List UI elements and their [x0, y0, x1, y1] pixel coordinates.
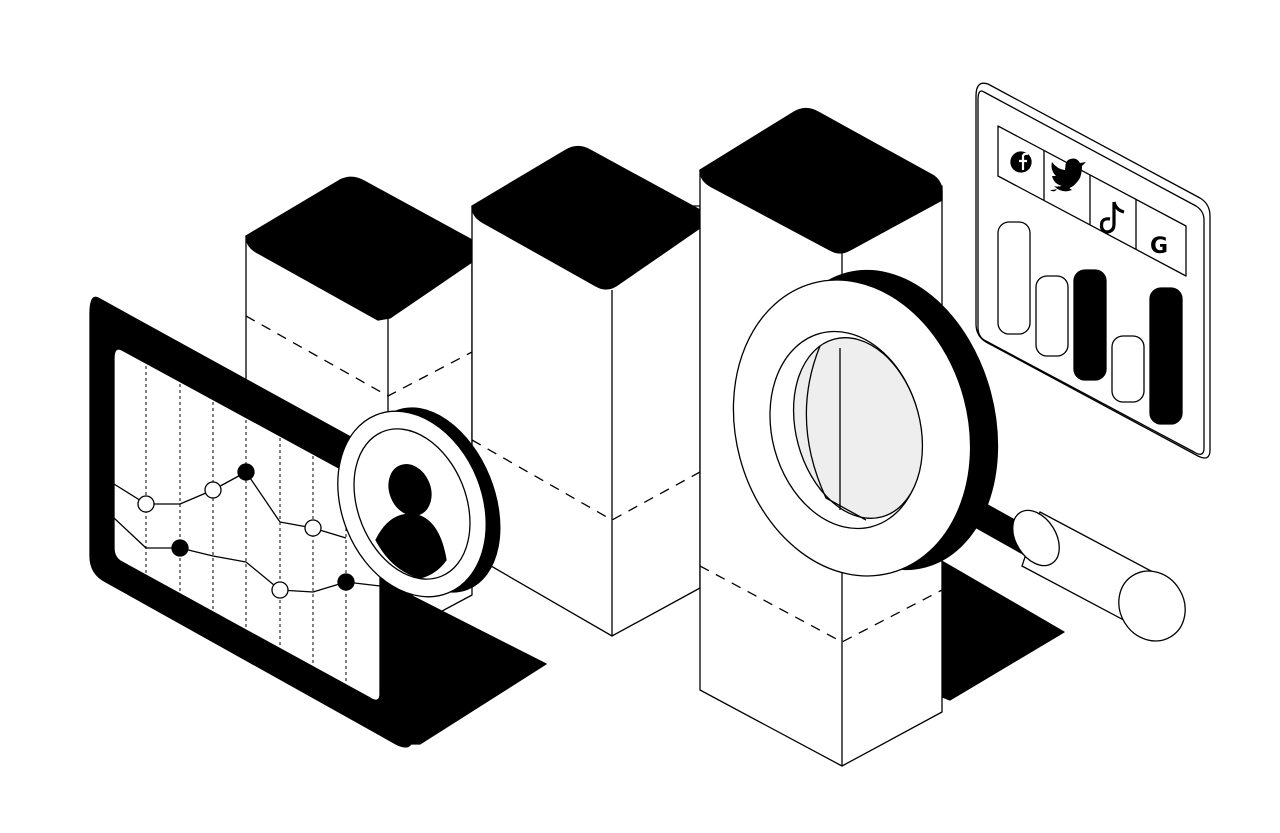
bar-outline	[997, 221, 1031, 335]
user-avatar-icon	[375, 464, 447, 579]
bar-solid	[1149, 287, 1183, 425]
social-stats-panel: G	[975, 82, 1211, 459]
user-badge	[337, 407, 501, 598]
pillar-back-middle	[471, 145, 701, 637]
magnifier-icon	[732, 269, 1186, 642]
tiktok-icon	[1099, 201, 1125, 234]
line-chart-icon	[113, 366, 381, 682]
facebook-icon	[1010, 151, 1032, 173]
monitor	[89, 296, 547, 748]
twitter-icon	[1050, 158, 1086, 192]
google-icon: G	[1150, 234, 1168, 259]
bar-chart-icon	[997, 221, 1183, 425]
bar-outline	[1111, 335, 1145, 403]
magnifier-handle	[965, 497, 1186, 642]
bar-outline	[1035, 275, 1069, 357]
bar-solid	[1073, 269, 1107, 381]
